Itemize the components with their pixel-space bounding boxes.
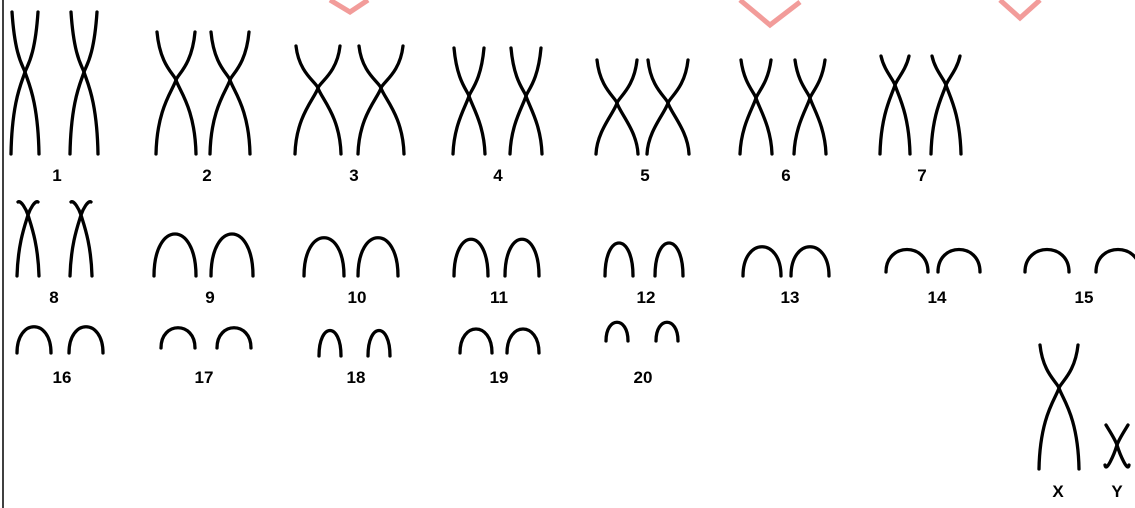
chromosome-pair-4: 4 xyxy=(453,48,542,185)
watermark-stroke-left xyxy=(330,0,368,12)
chromosome-pair-8: 8 xyxy=(17,202,92,307)
chromosome-label: X xyxy=(1052,482,1064,501)
chromosome-label: 4 xyxy=(493,166,503,185)
chromatid-arch xyxy=(743,247,781,276)
chromatid-arch xyxy=(161,328,195,348)
chromatid-arch xyxy=(938,250,980,273)
chromosome-pair-14: 14 xyxy=(886,250,980,308)
chromosome-label: Y xyxy=(1111,482,1123,501)
chromosome-pair-y: Y xyxy=(1105,425,1129,501)
chromosome-label: 12 xyxy=(637,288,656,307)
chromatid-arm xyxy=(596,60,637,154)
chromosome-pair-20: 20 xyxy=(606,322,678,387)
chromosome-label: 15 xyxy=(1075,288,1094,307)
chromosome-label: 10 xyxy=(348,288,367,307)
chromosome-label: 1 xyxy=(52,166,61,185)
chromosome-pair-19: 19 xyxy=(460,329,539,387)
chromosome-label: 8 xyxy=(49,288,58,307)
chromosome-label: 13 xyxy=(781,288,800,307)
chromosome-label: 16 xyxy=(53,368,72,387)
chromatid-arch xyxy=(606,322,628,341)
chromosome-label: 5 xyxy=(640,166,649,185)
chromatid-arch xyxy=(154,234,196,276)
chromatid-arm xyxy=(881,56,910,154)
chromatid-arm xyxy=(932,56,961,154)
chromosome-label: 7 xyxy=(917,166,926,185)
chromatid-arm xyxy=(647,60,688,154)
chromosome-pair-15: 15 xyxy=(1025,250,1135,308)
chromosome-pair-12: 12 xyxy=(605,243,683,307)
chromosome-pair-16: 16 xyxy=(17,327,103,387)
chromosome-label: 3 xyxy=(349,166,358,185)
chromosome-label: 18 xyxy=(347,368,366,387)
chromatid-arch xyxy=(319,331,341,357)
chromatid-arch xyxy=(605,243,633,276)
chromatid-arch xyxy=(1025,250,1069,273)
chromatid-arch xyxy=(505,239,539,276)
chromosome-pair-x: X xyxy=(1039,345,1079,501)
chromatid-arm xyxy=(597,60,638,154)
chromosome-label: 9 xyxy=(205,288,214,307)
chromatid-arch xyxy=(454,239,488,276)
chromosome-pair-18: 18 xyxy=(319,331,390,388)
chromatid-arch xyxy=(211,234,253,276)
chromosome-pair-13: 13 xyxy=(743,247,829,307)
chromosome-pair-10: 10 xyxy=(304,238,398,307)
chromosome-label: 17 xyxy=(195,368,214,387)
chromosome-label: 14 xyxy=(928,288,947,307)
chromosome-label: 20 xyxy=(634,368,653,387)
chromatid-arch xyxy=(507,329,539,353)
chromatid-arch xyxy=(368,331,390,357)
chromatid-arch xyxy=(69,327,103,353)
chromatid-arch xyxy=(17,327,51,353)
chromatid-arm xyxy=(931,56,960,154)
chromosome-label: 6 xyxy=(781,166,790,185)
chromosome-pair-5: 5 xyxy=(596,60,689,185)
chromatid-arch xyxy=(655,243,683,276)
chromosome-pair-7: 7 xyxy=(880,56,961,185)
chromatid-arch xyxy=(217,328,251,348)
chromatid-arch xyxy=(791,247,829,276)
chromatid-arch xyxy=(886,250,928,273)
chromosome-pair-17: 17 xyxy=(161,328,251,387)
chromosome-pair-2: 2 xyxy=(156,32,250,185)
chromatid-arm xyxy=(880,56,909,154)
watermark xyxy=(330,0,1040,25)
chromatid-arch xyxy=(656,322,678,341)
chromosome-label: 11 xyxy=(490,288,508,307)
chromosome-label: 19 xyxy=(490,368,509,387)
chromatid-arch xyxy=(304,238,344,276)
chromosome-pair-11: 11 xyxy=(454,239,539,307)
chromatid-arch xyxy=(460,329,492,353)
chromosome-pair-1: 1 xyxy=(11,12,98,185)
chromosome-pair-6: 6 xyxy=(740,60,826,185)
chromosome-pair-9: 9 xyxy=(154,234,253,307)
chromatid-arm xyxy=(648,60,689,154)
watermark-stroke-right xyxy=(1000,0,1040,18)
chromosome-pair-3: 3 xyxy=(295,46,404,185)
chromatid-arch xyxy=(358,238,398,276)
watermark-stroke-mid xyxy=(740,0,800,25)
chromatid-arch xyxy=(1096,250,1135,273)
chromosome-label: 2 xyxy=(202,166,211,185)
